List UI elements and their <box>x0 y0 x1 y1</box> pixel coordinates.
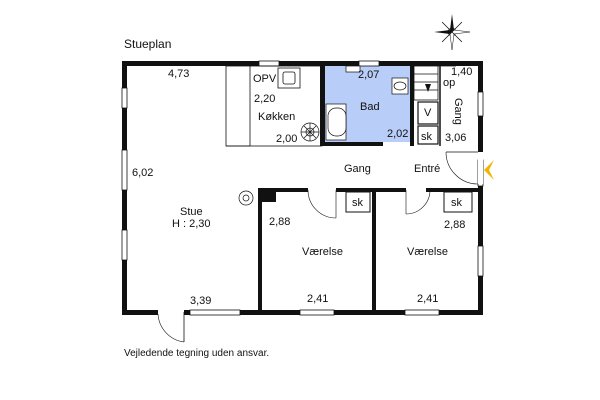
kitchen-utility-label: OPV <box>253 73 277 85</box>
stair-arrow-icon <box>425 84 431 92</box>
living-room-name: Stue <box>180 206 203 218</box>
stove-heater-icon <box>238 190 254 206</box>
kitchen-name: Køkken <box>258 111 296 123</box>
entry-name: Entré <box>414 163 441 175</box>
interior-walls <box>258 188 478 312</box>
bathroom-name: Bad <box>360 101 380 113</box>
kitchen-dim-b: 2,00 <box>276 133 298 145</box>
entrance-door <box>445 151 483 185</box>
compass-rose-icon <box>434 14 471 51</box>
stove-icon <box>300 122 320 142</box>
bedroom-left-name: Værelse <box>302 246 343 258</box>
bedroom-left-dim-bottom: 2,41 <box>307 293 329 305</box>
closets <box>345 191 473 213</box>
living-room-height: H : 2,30 <box>172 218 211 230</box>
closet-label-bedroom-right: sk <box>451 197 462 209</box>
windows <box>121 60 484 316</box>
bathroom-walls <box>320 66 414 146</box>
plan-title: Stueplan <box>124 37 172 51</box>
side-hall-name: Gang <box>452 98 464 125</box>
living-dim-top: 4,73 <box>168 68 190 80</box>
bathroom-fixtures <box>325 65 409 141</box>
closet-label-hall: sk <box>421 131 432 143</box>
side-hall-dim: 3,06 <box>445 132 467 144</box>
chimney-block <box>262 188 276 202</box>
bedroom-right-dim-bottom: 2,41 <box>417 293 439 305</box>
stair-dim: 1,40 <box>451 66 473 78</box>
bedroom-left-dim-side: 2,88 <box>269 216 291 228</box>
closet-label-bedroom-left: sk <box>352 197 363 209</box>
disclaimer-text: Vejledende tegning uden ansvar. <box>124 348 270 359</box>
living-dim-bottom: 3,39 <box>190 295 212 307</box>
living-dim-left: 6,02 <box>132 167 154 179</box>
bedroom-right-name: Værelse <box>407 246 448 258</box>
bedroom-right-dim-side: 2,88 <box>444 219 466 231</box>
entrance-arrow-icon <box>484 160 494 180</box>
stair-block <box>413 65 456 146</box>
stair-label: op <box>443 77 456 89</box>
v-label: V <box>424 107 432 119</box>
terrace-door <box>157 310 185 343</box>
hall-name: Gang <box>344 163 371 175</box>
bathroom-dim-top: 2,07 <box>358 69 380 81</box>
bedroom-doors <box>307 189 431 219</box>
kitchen-dim-a: 2,20 <box>254 93 276 105</box>
bathroom-dim-bottom: 2,02 <box>387 128 409 140</box>
